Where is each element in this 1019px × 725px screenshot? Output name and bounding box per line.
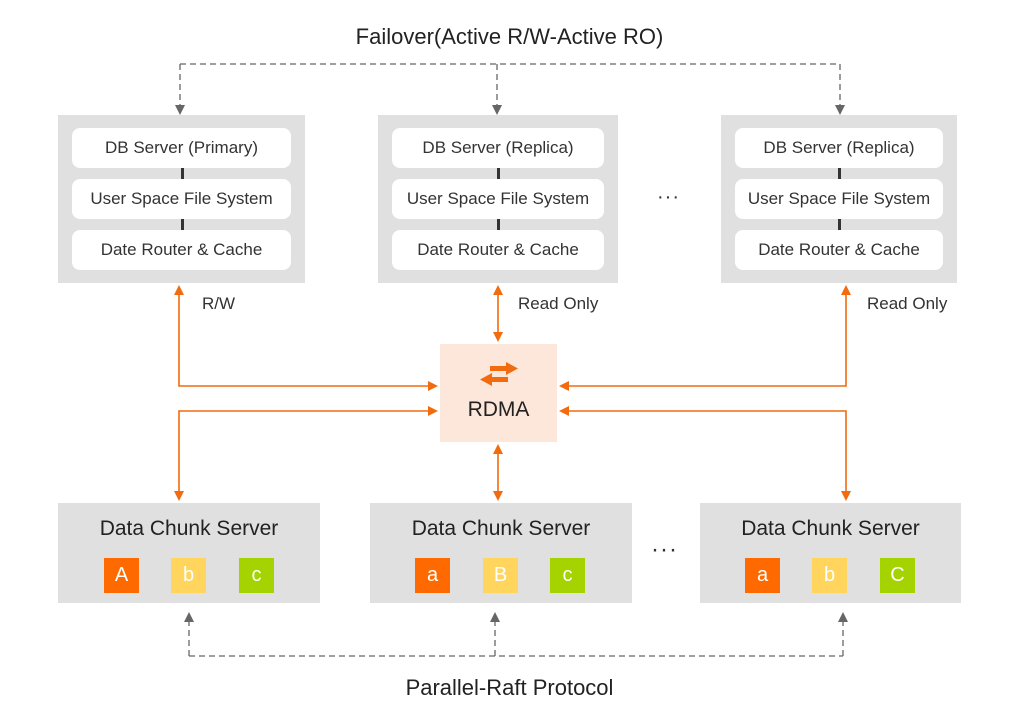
db-ellipsis: ··· — [657, 186, 680, 208]
router-cache-layer: Date Router & Cache — [392, 230, 604, 270]
db-server-layer: DB Server (Primary) — [72, 128, 291, 168]
chunk-block: a — [745, 558, 780, 593]
chunk-block: c — [239, 558, 274, 593]
chunk-server-title: Data Chunk Server — [99, 517, 279, 540]
raft-dashed-lines — [184, 612, 848, 657]
failover-dashed-lines — [175, 63, 845, 115]
rdma-links — [174, 285, 851, 501]
data-chunk-server: Data Chunk Server A b c — [58, 503, 320, 603]
db-server-replica: DB Server (Replica) User Space File Syst… — [721, 115, 957, 283]
router-cache-layer: Date Router & Cache — [735, 230, 943, 270]
chunk-block: c — [550, 558, 585, 593]
swap-arrows-icon — [480, 362, 518, 386]
access-label-read-only: Read Only — [867, 294, 948, 313]
chunk-block: b — [812, 558, 847, 593]
layer-connector — [838, 219, 841, 230]
chunk-block: B — [483, 558, 518, 593]
chunk-block: C — [880, 558, 915, 593]
router-cache-layer: Date Router & Cache — [72, 230, 291, 270]
data-chunk-server: Data Chunk Server a B c — [370, 503, 632, 603]
chunk-block: A — [104, 558, 139, 593]
chunk-server-title: Data Chunk Server — [741, 517, 920, 540]
rdma-hub: RDMA — [440, 344, 557, 442]
db-server-primary: DB Server (Primary) User Space File Syst… — [58, 115, 305, 283]
data-chunk-server: Data Chunk Server a b C — [700, 503, 961, 603]
access-label-read-only: Read Only — [518, 294, 599, 313]
layer-connector — [180, 219, 184, 230]
rdma-label: RDMA — [467, 398, 530, 421]
chunk-ellipsis: ··· — [651, 536, 678, 563]
db-server-layer: DB Server (Replica) — [392, 128, 604, 168]
file-system-layer: User Space File System — [735, 179, 943, 219]
failover-title: Failover(Active R/W-Active RO) — [355, 24, 664, 49]
file-system-layer: User Space File System — [72, 179, 291, 219]
access-label-rw: R/W — [202, 294, 236, 313]
chunk-server-title: Data Chunk Server — [411, 517, 591, 540]
chunk-block: a — [415, 558, 450, 593]
layer-connector — [180, 168, 184, 179]
layer-connector — [838, 168, 841, 179]
db-server-replica: DB Server (Replica) User Space File Syst… — [378, 115, 618, 283]
chunk-block: b — [171, 558, 206, 593]
layer-connector — [497, 219, 500, 230]
file-system-layer: User Space File System — [392, 179, 604, 219]
layer-connector — [497, 168, 500, 179]
db-server-layer: DB Server (Replica) — [735, 128, 943, 168]
raft-title: Parallel-Raft Protocol — [405, 675, 614, 700]
